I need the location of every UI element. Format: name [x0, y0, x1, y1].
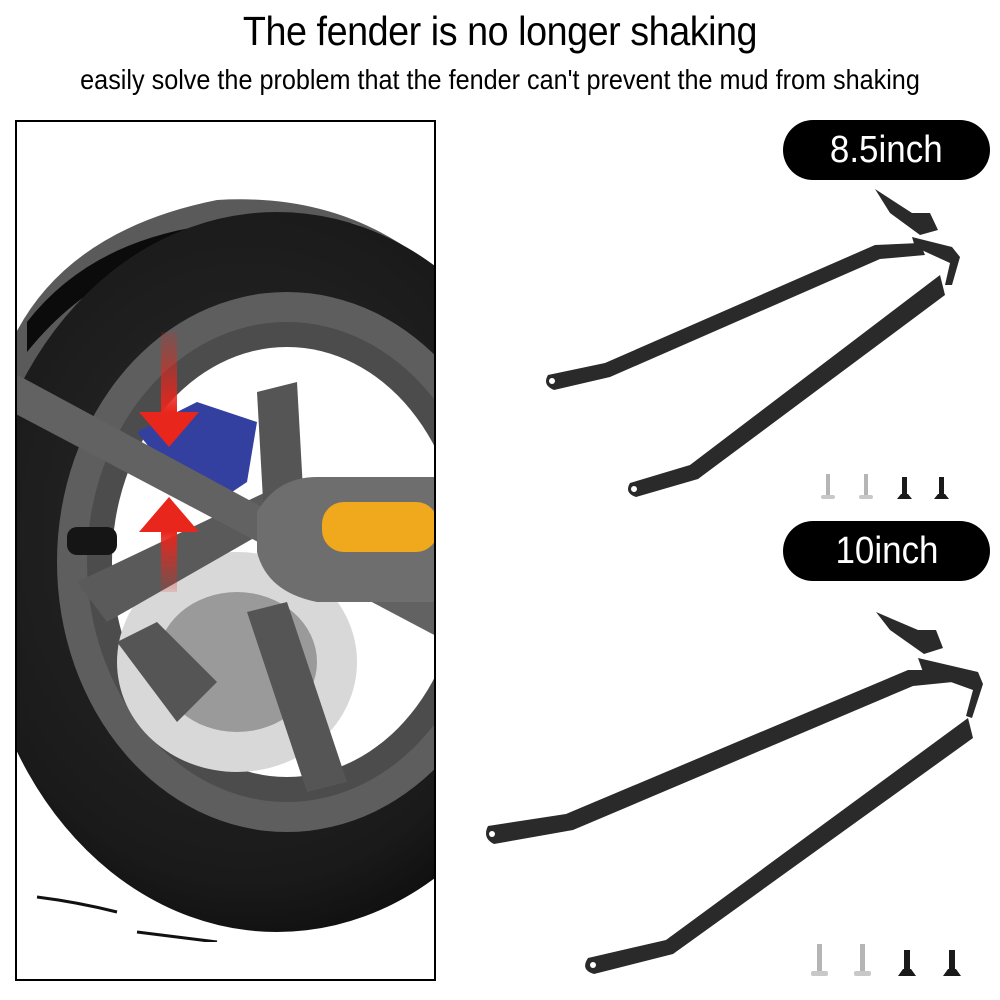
fender-bracket-10inch — [486, 612, 983, 974]
silver-screw-icon — [811, 944, 828, 976]
fender-bracket-8-5inch — [546, 189, 960, 497]
page-title: The fender is no longer shaking — [242, 8, 758, 54]
silver-screw-icon — [859, 474, 873, 499]
screw-set-8-5inch — [820, 470, 980, 502]
black-screw-icon — [898, 950, 916, 976]
silver-screw-icon — [854, 944, 871, 976]
arrow-up-icon — [139, 497, 199, 592]
black-screw-icon — [943, 950, 961, 976]
page-subtitle: easily solve the problem that the fender… — [80, 64, 920, 95]
arrow-down-icon — [139, 332, 199, 447]
size-badge-8-5inch: 8.5inch — [783, 120, 990, 180]
reflector — [322, 502, 434, 552]
wheel-illustration — [17, 199, 434, 979]
size-badge-10inch: 10inch — [783, 521, 990, 581]
silver-screw-icon — [821, 474, 835, 499]
screw-set-10inch — [810, 940, 970, 980]
black-screw-icon — [934, 477, 949, 499]
wheel-photo — [15, 120, 436, 981]
black-screw-icon — [897, 477, 912, 499]
